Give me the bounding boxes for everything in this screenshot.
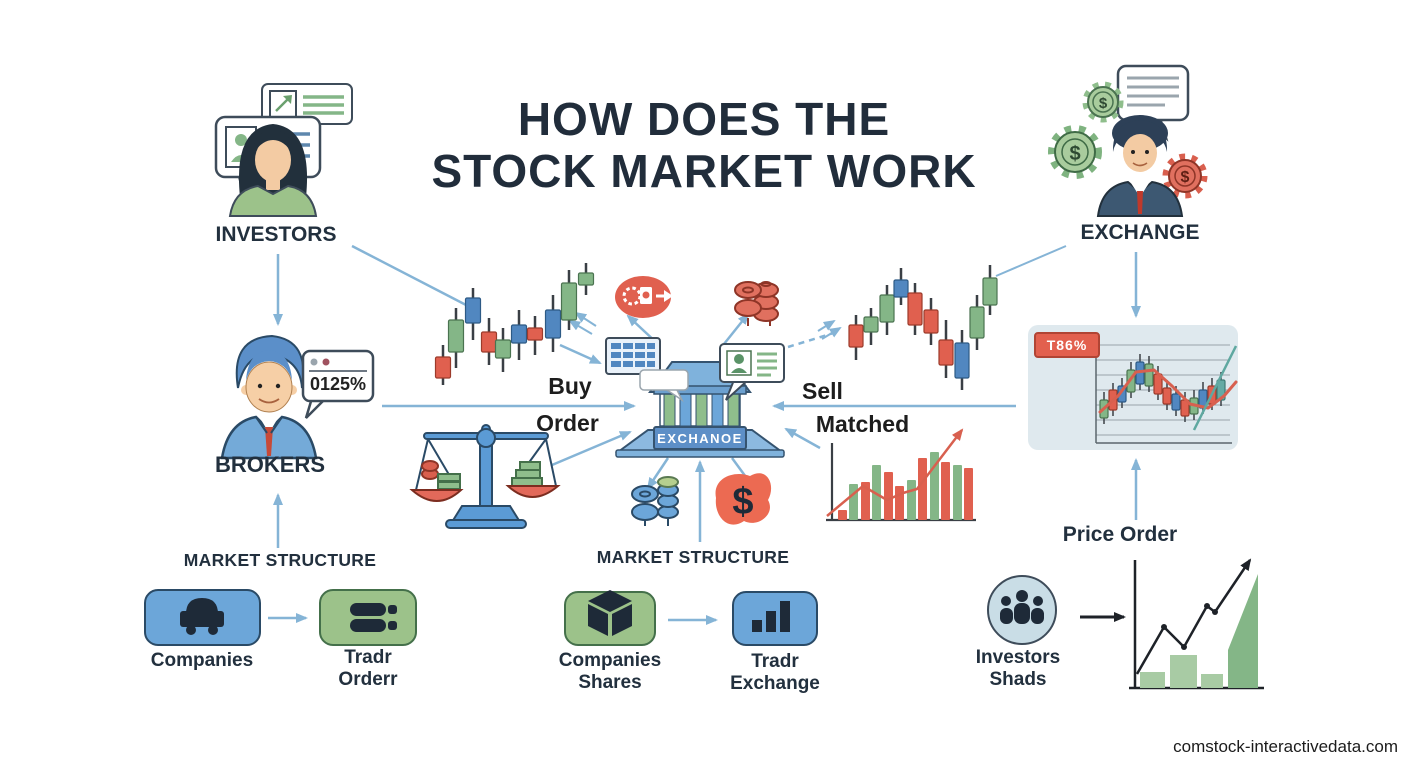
exchange2-line: Exchange	[730, 672, 820, 694]
watermark: comstock-interactivedata.com	[1173, 737, 1398, 756]
balance-scale-icon	[409, 424, 561, 529]
companies-label: Companies	[150, 650, 254, 671]
truck-icon	[180, 598, 224, 635]
market-structure-left-heading: MARKET STRUCTURE	[183, 550, 377, 570]
sell-label: Sell	[802, 378, 843, 404]
red-coins-icon	[734, 281, 779, 326]
arrow-matched-to-exchange	[784, 427, 821, 450]
woman-face	[255, 138, 291, 182]
exchange-label: EXCHANGE	[1080, 221, 1200, 244]
dollar-blob-icon: $	[715, 473, 772, 525]
brokers-illustration	[220, 334, 375, 460]
companies2-line: Companies	[558, 650, 662, 671]
gear-icon-red: $	[1162, 153, 1208, 199]
shads-line: Shads	[989, 668, 1047, 690]
buy-label: Buy	[548, 373, 592, 399]
blue-coins-icon	[631, 476, 679, 526]
arrow-exchange-to-coins	[723, 312, 750, 345]
line-investors-to-chart	[351, 244, 469, 308]
investors-group-icon	[987, 575, 1057, 645]
arrow-exchange-to-bluecoins	[646, 457, 670, 490]
candlestick-chart-left	[434, 263, 595, 385]
arrow-double-right-2	[817, 319, 836, 332]
arrow-double-left-2	[574, 311, 597, 327]
tradr2-line: Tradr	[751, 651, 799, 672]
shares-line: Shares	[578, 671, 642, 693]
arrow-scale-to-exchange	[551, 430, 632, 467]
market-structure-center-heading: MARKET STRUCTURE	[596, 547, 790, 567]
tradr-line: Tradr	[344, 647, 392, 668]
woman-body	[228, 184, 318, 217]
growth-chart	[1129, 558, 1264, 690]
spreadsheet-icon	[605, 337, 689, 403]
companies-shares-card	[564, 590, 656, 646]
man-face	[1123, 134, 1157, 172]
arrow-double-left-1	[568, 319, 593, 335]
order-book-icon	[350, 603, 397, 632]
investors-shads-label: Investors Shads	[968, 647, 1068, 691]
svg-text:$: $	[1099, 95, 1108, 112]
brokers-label: BROKERS	[214, 452, 325, 477]
broker-bubble	[301, 349, 375, 403]
gear-icon-green-large: $	[1048, 125, 1102, 179]
building-sign	[653, 426, 747, 450]
tradr-exchange-label: Tradr Exchange	[722, 651, 828, 695]
companies-card	[144, 589, 261, 646]
title-line1: HOW DOES THE	[517, 93, 891, 145]
matched-label: Matched	[815, 411, 910, 437]
tradr-orderr-card	[319, 589, 417, 646]
title-line2: STOCK MARKET WORK	[431, 144, 977, 197]
dashed-line-sell	[787, 329, 841, 349]
speech-bubble	[1116, 64, 1190, 122]
tie	[1137, 191, 1143, 214]
tradr-exchange-card	[732, 591, 818, 646]
panel-badge: T86%	[1034, 332, 1100, 358]
arrow-chart-to-spreadsheet	[559, 343, 602, 365]
broker-face	[245, 361, 293, 413]
investors-illustration	[214, 83, 353, 217]
cube-icon	[588, 590, 632, 636]
bar-chart-icon	[752, 601, 790, 632]
svg-text:$: $	[1069, 143, 1080, 165]
tradr-orderr-label: Tradr Orderr	[318, 647, 418, 691]
svg-text:$: $	[1181, 169, 1190, 186]
matched-bar-chart	[826, 428, 976, 522]
investors-label: INVESTORS	[215, 223, 337, 246]
candlestick-chart-right	[848, 265, 998, 390]
tie	[265, 427, 273, 456]
page-title: HOW DOES THE STOCK MARKET WORK	[354, 93, 1054, 197]
broker-rate-value: 0125%	[309, 374, 367, 394]
line-rightchart-to-exchangelabel	[995, 245, 1067, 277]
companies-shares-label: Companies Shares	[552, 650, 668, 694]
investors2-line: Investors	[975, 647, 1061, 668]
panel-candles	[1098, 345, 1238, 431]
gear-icon-green-small: $	[1082, 81, 1124, 123]
price-order-label: Price Order	[1062, 523, 1178, 546]
building-sign-text: EXCHANOE	[657, 431, 743, 446]
exchange-illustration: $ $ $	[1048, 64, 1208, 217]
orderr-line: Orderr	[338, 668, 398, 690]
svg-text:$: $	[732, 481, 753, 523]
transfer-badge-icon	[615, 276, 673, 318]
order-label: Order	[536, 410, 599, 436]
id-card-icon	[719, 343, 785, 401]
